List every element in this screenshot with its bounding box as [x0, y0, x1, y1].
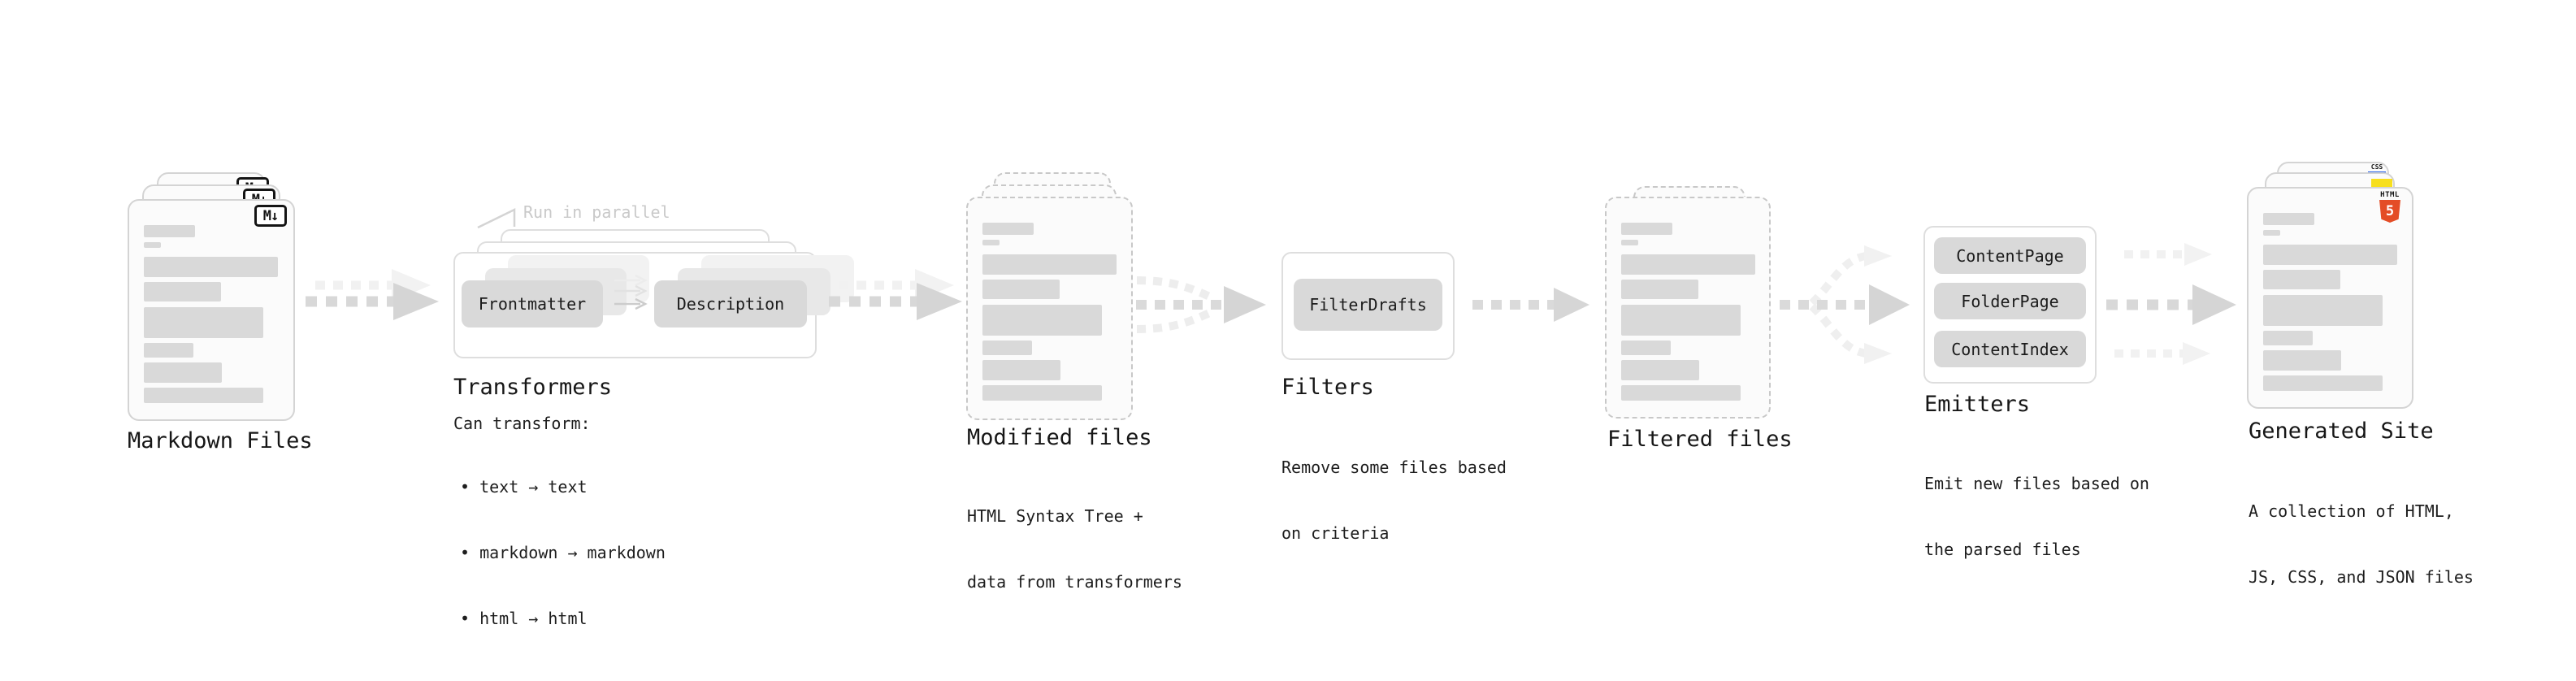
text-line-placeholder	[2263, 295, 2383, 326]
file-card	[128, 199, 295, 421]
bullet-item: • text → text	[460, 477, 588, 497]
file-card	[966, 197, 1133, 420]
generated-site-caption: A collection of HTML, JS, CSS, and JSON …	[2249, 457, 2474, 632]
arrow-markdown-to-transformers-icon	[306, 269, 439, 320]
text-line-placeholder	[982, 385, 1102, 401]
markdown-files-stack: M↓ M↓ M↓ Markdown Files	[128, 172, 313, 453]
file-card	[1605, 197, 1771, 419]
caption-line: A collection of HTML,	[2249, 501, 2454, 521]
stage-label-transformers: Transformers	[453, 375, 613, 400]
text-line-placeholder	[2263, 331, 2313, 345]
file-content-placeholder	[2263, 213, 2397, 391]
file-content-placeholder	[982, 223, 1117, 401]
annotation-leader-line	[477, 207, 516, 229]
frontmatter-transformer-box: Frontmatter	[462, 280, 603, 327]
caption-line: HTML Syntax Tree +	[967, 506, 1143, 526]
text-line-placeholder	[2263, 213, 2314, 225]
parallel-arrows-icon	[614, 274, 648, 310]
arrows-emitters-to-generated-icon	[2106, 243, 2236, 365]
description-transformer-box: Description	[654, 280, 807, 327]
stage-label-generated-site: Generated Site	[2249, 419, 2434, 444]
text-line-placeholder	[982, 240, 1000, 245]
bullet-item: • html → html	[460, 609, 588, 628]
css-icon-label: CSS	[2370, 163, 2383, 171]
caption-line: Emit new files based on	[1924, 474, 2149, 493]
caption-line: Remove some files based	[1281, 458, 1507, 477]
emitters-group: ContentPage FolderPage ContentIndex Emit…	[1923, 226, 2167, 559]
text-line-placeholder	[982, 254, 1117, 275]
caption-line: on criteria	[1281, 523, 1390, 543]
file-content-placeholder	[1621, 223, 1755, 401]
file-card	[2247, 187, 2413, 409]
text-line-placeholder	[144, 307, 263, 338]
text-line-placeholder	[982, 305, 1102, 336]
text-line-placeholder	[2263, 230, 2280, 236]
text-line-placeholder	[144, 225, 195, 237]
caption-line: data from transformers	[967, 572, 1182, 592]
bullet-item: • markdown → markdown	[460, 543, 666, 562]
arrow-transformers-to-modified-icon	[829, 269, 962, 320]
text-line-placeholder	[1621, 385, 1741, 401]
modified-files-stack: Modified files HTML Syntax Tree + data f…	[966, 172, 1182, 592]
text-line-placeholder	[982, 280, 1060, 299]
text-line-placeholder	[982, 340, 1032, 355]
stage-label-markdown-files: Markdown Files	[128, 428, 313, 453]
text-line-placeholder	[1621, 280, 1698, 299]
filtered-files-stack: Filtered files	[1605, 186, 1793, 452]
arrow-modified-to-filters-icon	[1136, 276, 1266, 333]
caption-line: the parsed files	[1924, 540, 2081, 559]
text-line-placeholder	[144, 388, 263, 403]
markdown-icon: M↓	[254, 205, 287, 227]
filterdrafts-box: FilterDrafts	[1294, 279, 1442, 331]
text-line-placeholder	[144, 257, 278, 277]
file-content-placeholder	[144, 225, 279, 403]
stage-label-filtered-files: Filtered files	[1607, 427, 1793, 452]
stage-label-emitters: Emitters	[1924, 392, 2031, 417]
filters-caption: Remove some files based on criteria	[1281, 413, 1507, 588]
text-line-placeholder	[982, 223, 1034, 235]
arrow-filtered-to-emitters-icon	[1780, 245, 1910, 364]
text-line-placeholder	[2263, 245, 2397, 265]
text-line-placeholder	[2263, 350, 2341, 371]
run-in-parallel-annotation: Run in parallel	[523, 202, 670, 222]
text-line-placeholder	[1621, 223, 1672, 235]
text-line-placeholder	[144, 343, 193, 358]
filters-group: FilterDrafts Filters Remove some files b…	[1281, 252, 1525, 543]
html5-icon-label: HTML	[2380, 191, 2400, 199]
text-line-placeholder	[2263, 270, 2340, 289]
js-icon	[2371, 179, 2392, 189]
text-line-placeholder	[1621, 340, 1671, 355]
contentpage-emitter-box: ContentPage	[1934, 237, 2086, 274]
transformers-caption-title: Can transform:	[453, 414, 591, 433]
html5-icon: HTML 5	[2379, 191, 2401, 223]
text-line-placeholder	[1621, 305, 1741, 336]
stage-label-modified-files: Modified files	[967, 425, 1152, 450]
contentindex-emitter-box: ContentIndex	[1934, 331, 2086, 367]
text-line-placeholder	[1621, 240, 1638, 245]
transformers-group: Run in parallel Frontmatter Description …	[453, 202, 854, 628]
text-line-placeholder	[144, 362, 222, 383]
transformers-bullet-list: • text → text • markdown → markdown • ht…	[460, 432, 666, 674]
folderpage-emitter-box: FolderPage	[1934, 283, 2086, 319]
text-line-placeholder	[2263, 375, 2383, 391]
text-line-placeholder	[1621, 254, 1755, 275]
text-line-placeholder	[144, 242, 161, 248]
text-line-placeholder	[1621, 360, 1699, 380]
text-line-placeholder	[982, 360, 1060, 380]
emitters-caption: Emit new files based on the parsed files	[1924, 429, 2149, 605]
text-line-placeholder	[144, 282, 221, 301]
stage-label-filters: Filters	[1281, 375, 1374, 400]
html5-icon-shield: 5	[2379, 200, 2400, 223]
modified-files-caption: HTML Syntax Tree + data from transformer…	[967, 462, 1182, 637]
generated-site-stack: CSS HTML 5 Generated Site A collection o…	[2247, 162, 2474, 587]
arrow-filters-to-filtered-icon	[1472, 288, 1589, 322]
caption-line: JS, CSS, and JSON files	[2249, 567, 2474, 587]
